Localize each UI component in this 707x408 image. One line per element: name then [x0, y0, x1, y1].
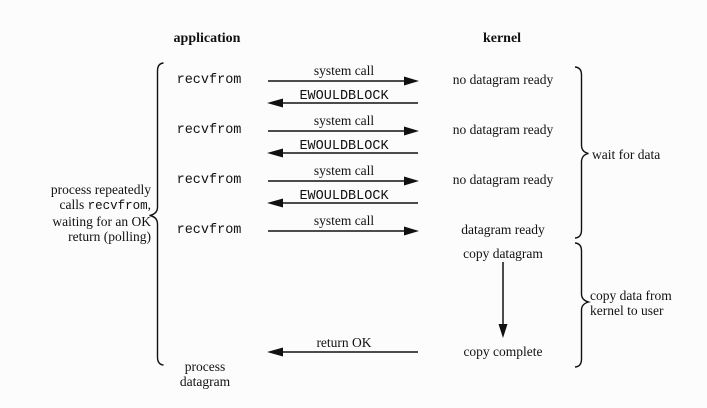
- wait-for-data-label: wait for data: [592, 147, 661, 162]
- return-ok-label: return OK: [316, 335, 372, 350]
- recvfrom-call-3: recvfrom: [176, 173, 242, 188]
- kernel-state-3: no datagram ready: [452, 172, 554, 187]
- ewouldblock-label-3: EWOULDBLOCK: [299, 189, 389, 204]
- recvfrom-call-4: recvfrom: [176, 223, 242, 238]
- wait-for-data-brace: [574, 66, 589, 239]
- polling-note-line-2: calls recvfrom,: [10, 197, 151, 214]
- copy-data-label-line-2: kernel to user: [590, 303, 664, 318]
- system-call-label-1: system call: [313, 63, 375, 78]
- copy-datagram-label: copy datagram: [463, 246, 543, 261]
- copy-data-label-line-1: copy data from: [590, 288, 672, 303]
- polling-note-line-4: return (polling): [68, 229, 151, 244]
- system-call-label-3: system call: [313, 163, 375, 178]
- system-call-arrow-2: [268, 126, 419, 136]
- copy-complete-label: copy complete: [463, 344, 543, 359]
- system-call-label-4: system call: [313, 213, 375, 228]
- left-polling-brace: [149, 62, 164, 366]
- system-call-arrow-3: [268, 176, 419, 186]
- polling-note-suffix: ,: [147, 197, 151, 212]
- recvfrom-call-1: recvfrom: [176, 73, 242, 88]
- kernel-state-2: no datagram ready: [452, 122, 554, 137]
- ewouldblock-label-2: EWOULDBLOCK: [299, 139, 389, 154]
- system-call-arrow-1: [268, 76, 419, 86]
- system-call-label-2: system call: [313, 113, 375, 128]
- ewouldblock-arrow-2: [267, 148, 418, 158]
- return-ok-arrow: [267, 347, 418, 357]
- recvfrom-call-2: recvfrom: [176, 123, 242, 138]
- system-call-arrow-4: [268, 226, 419, 236]
- process-datagram-line-1: process: [184, 359, 226, 374]
- polling-note-prefix: calls: [59, 197, 88, 212]
- copy-data-brace: [574, 242, 592, 368]
- ewouldblock-label-1: EWOULDBLOCK: [299, 89, 389, 104]
- kernel-state-4: datagram ready: [461, 222, 545, 237]
- polling-note: process repeatedly calls recvfrom, waiti…: [10, 182, 151, 244]
- polling-note-line-3: waiting for an OK: [52, 214, 151, 229]
- application-column-header: application: [173, 31, 241, 46]
- ewouldblock-arrow-3: [267, 198, 418, 208]
- ewouldblock-arrow-1: [267, 98, 418, 108]
- kernel-column-header: kernel: [482, 31, 522, 46]
- process-datagram-line-2: datagram: [179, 374, 231, 389]
- recvfrom-inline-code: recvfrom: [87, 199, 148, 213]
- polling-note-line-1: process repeatedly: [50, 182, 151, 197]
- copy-data-label: copy data from kernel to user: [590, 288, 672, 318]
- process-datagram-note: process datagram: [157, 359, 253, 389]
- copy-progress-arrow: [498, 262, 508, 338]
- kernel-state-1: no datagram ready: [452, 72, 554, 87]
